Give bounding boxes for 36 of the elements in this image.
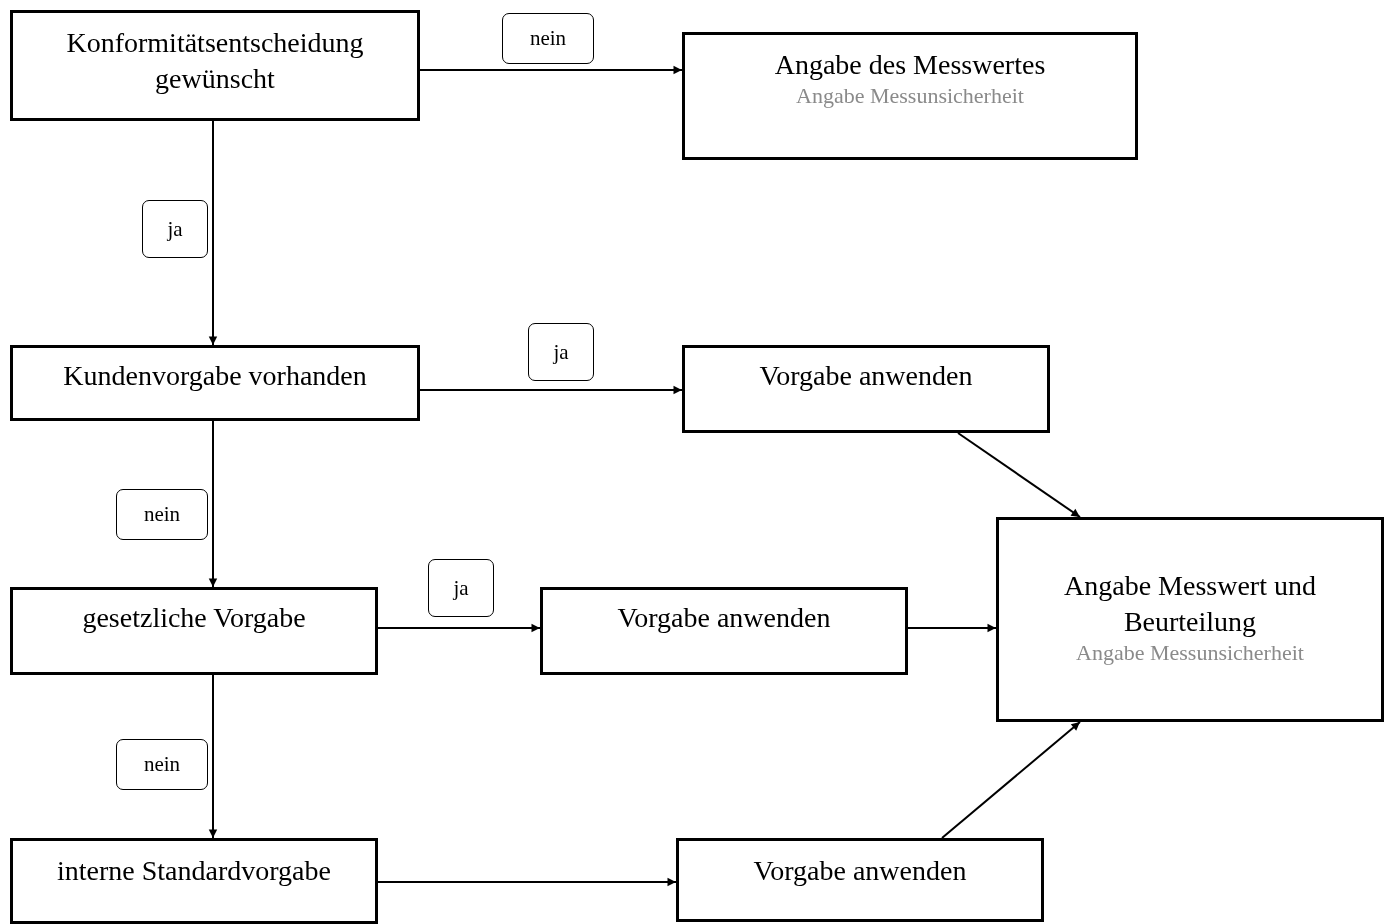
process-box [10, 838, 378, 924]
process-box [10, 587, 378, 675]
arrow [377, 877, 677, 887]
box-title: Vorgabe anwenden [759, 359, 973, 393]
arrow [941, 721, 1081, 839]
process-box [676, 838, 1044, 922]
box-title: Kundenvorgabe vorhanden [63, 359, 367, 393]
edge-label: ja [528, 323, 594, 381]
arrow [208, 674, 218, 839]
arrow [377, 623, 541, 633]
process-box [996, 517, 1384, 722]
box-title: interne Standardvorgabe [57, 854, 331, 888]
arrow [208, 120, 218, 346]
box-title: Vorgabe anwenden [753, 854, 967, 888]
arrow [419, 385, 683, 395]
edge-label: ja [142, 200, 208, 258]
box-subtitle: Angabe Messunsicherheit [1076, 640, 1304, 666]
edge-label: nein [116, 489, 208, 540]
process-box [540, 587, 908, 675]
arrow [208, 420, 218, 588]
edge-label: nein [502, 13, 594, 64]
box-subtitle: Angabe Messunsicherheit [796, 83, 1024, 109]
arrow [419, 65, 683, 75]
arrow [907, 623, 997, 633]
box-title: Vorgabe anwenden [617, 601, 831, 635]
box-title: Konformitätsentscheidung gewünscht [65, 26, 365, 96]
process-box [682, 32, 1138, 160]
edge-label: ja [428, 559, 494, 617]
edge-label: nein [116, 739, 208, 790]
box-title: Angabe Messwert und Beurteilung [1063, 569, 1317, 639]
process-box [10, 10, 420, 121]
box-title: gesetzliche Vorgabe [82, 601, 306, 635]
process-box [682, 345, 1050, 433]
box-title: Angabe des Messwertes [774, 48, 1046, 82]
arrow [957, 432, 1081, 518]
process-box [10, 345, 420, 421]
